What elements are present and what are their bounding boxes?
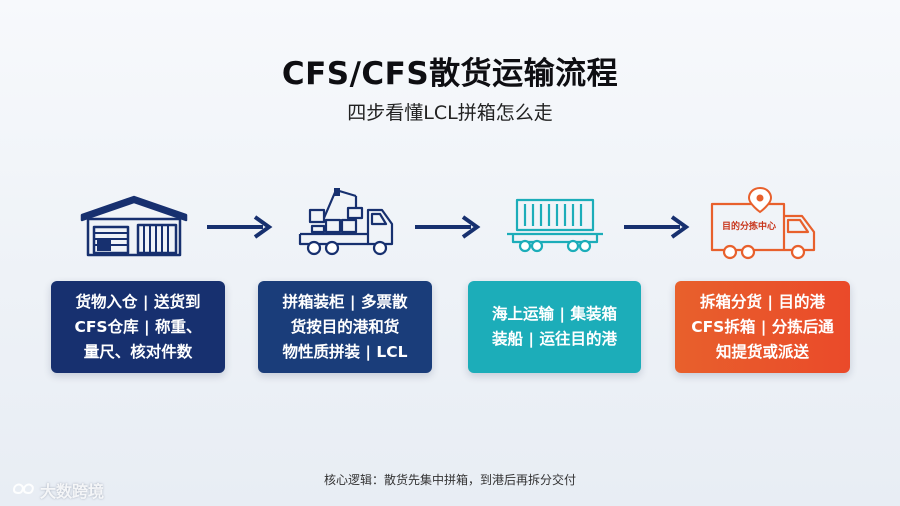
page-title: CFS/CFS散货运输流程 (281, 56, 619, 92)
step-text: 海上运输 | 集装箱 装船 | 运往目的港 (492, 305, 617, 348)
arrow-icon (207, 215, 273, 239)
truck-label: 目的分拣中心 (721, 222, 776, 232)
page-subtitle: 四步看懂LCL拼箱怎么走 (347, 102, 553, 124)
delivery-truck-icon: 目的分拣中心 (708, 186, 820, 262)
step-card-2: 拼箱装柜 | 多票散 货按目的港和货 物性质拼装 | LCL (258, 281, 432, 373)
arrow-icon (624, 215, 690, 239)
footer-note: 核心逻辑：散货先集中拼箱，到港后再拆分交付 (323, 473, 576, 487)
container-railcar-icon (507, 198, 603, 253)
step-text: 货物入仓 | 送货到 CFS仓库 | 称重、 量尺、核对件数 (74, 292, 202, 361)
watermark-logo-icon (12, 483, 34, 495)
warehouse-icon (80, 195, 188, 257)
step-card-4: 拆箱分货 | 目的港 CFS拆箱 | 分拣后通 知提货或派送 (675, 281, 850, 373)
step-text: 拼箱装柜 | 多票散 货按目的港和货 物性质拼装 | LCL (282, 292, 408, 361)
watermark: 大数跨境 (10, 478, 104, 502)
step-text: 拆箱分货 | 目的港 CFS拆箱 | 分拣后通 知提货或派送 (691, 292, 834, 361)
truck-crane-icon (298, 188, 394, 256)
arrow-icon (415, 215, 481, 239)
watermark-text: 大数跨境 (40, 482, 105, 501)
step-card-3: 海上运输 | 集装箱 装船 | 运往目的港 (468, 281, 641, 373)
step-card-1: 货物入仓 | 送货到 CFS仓库 | 称重、 量尺、核对件数 (51, 281, 225, 373)
